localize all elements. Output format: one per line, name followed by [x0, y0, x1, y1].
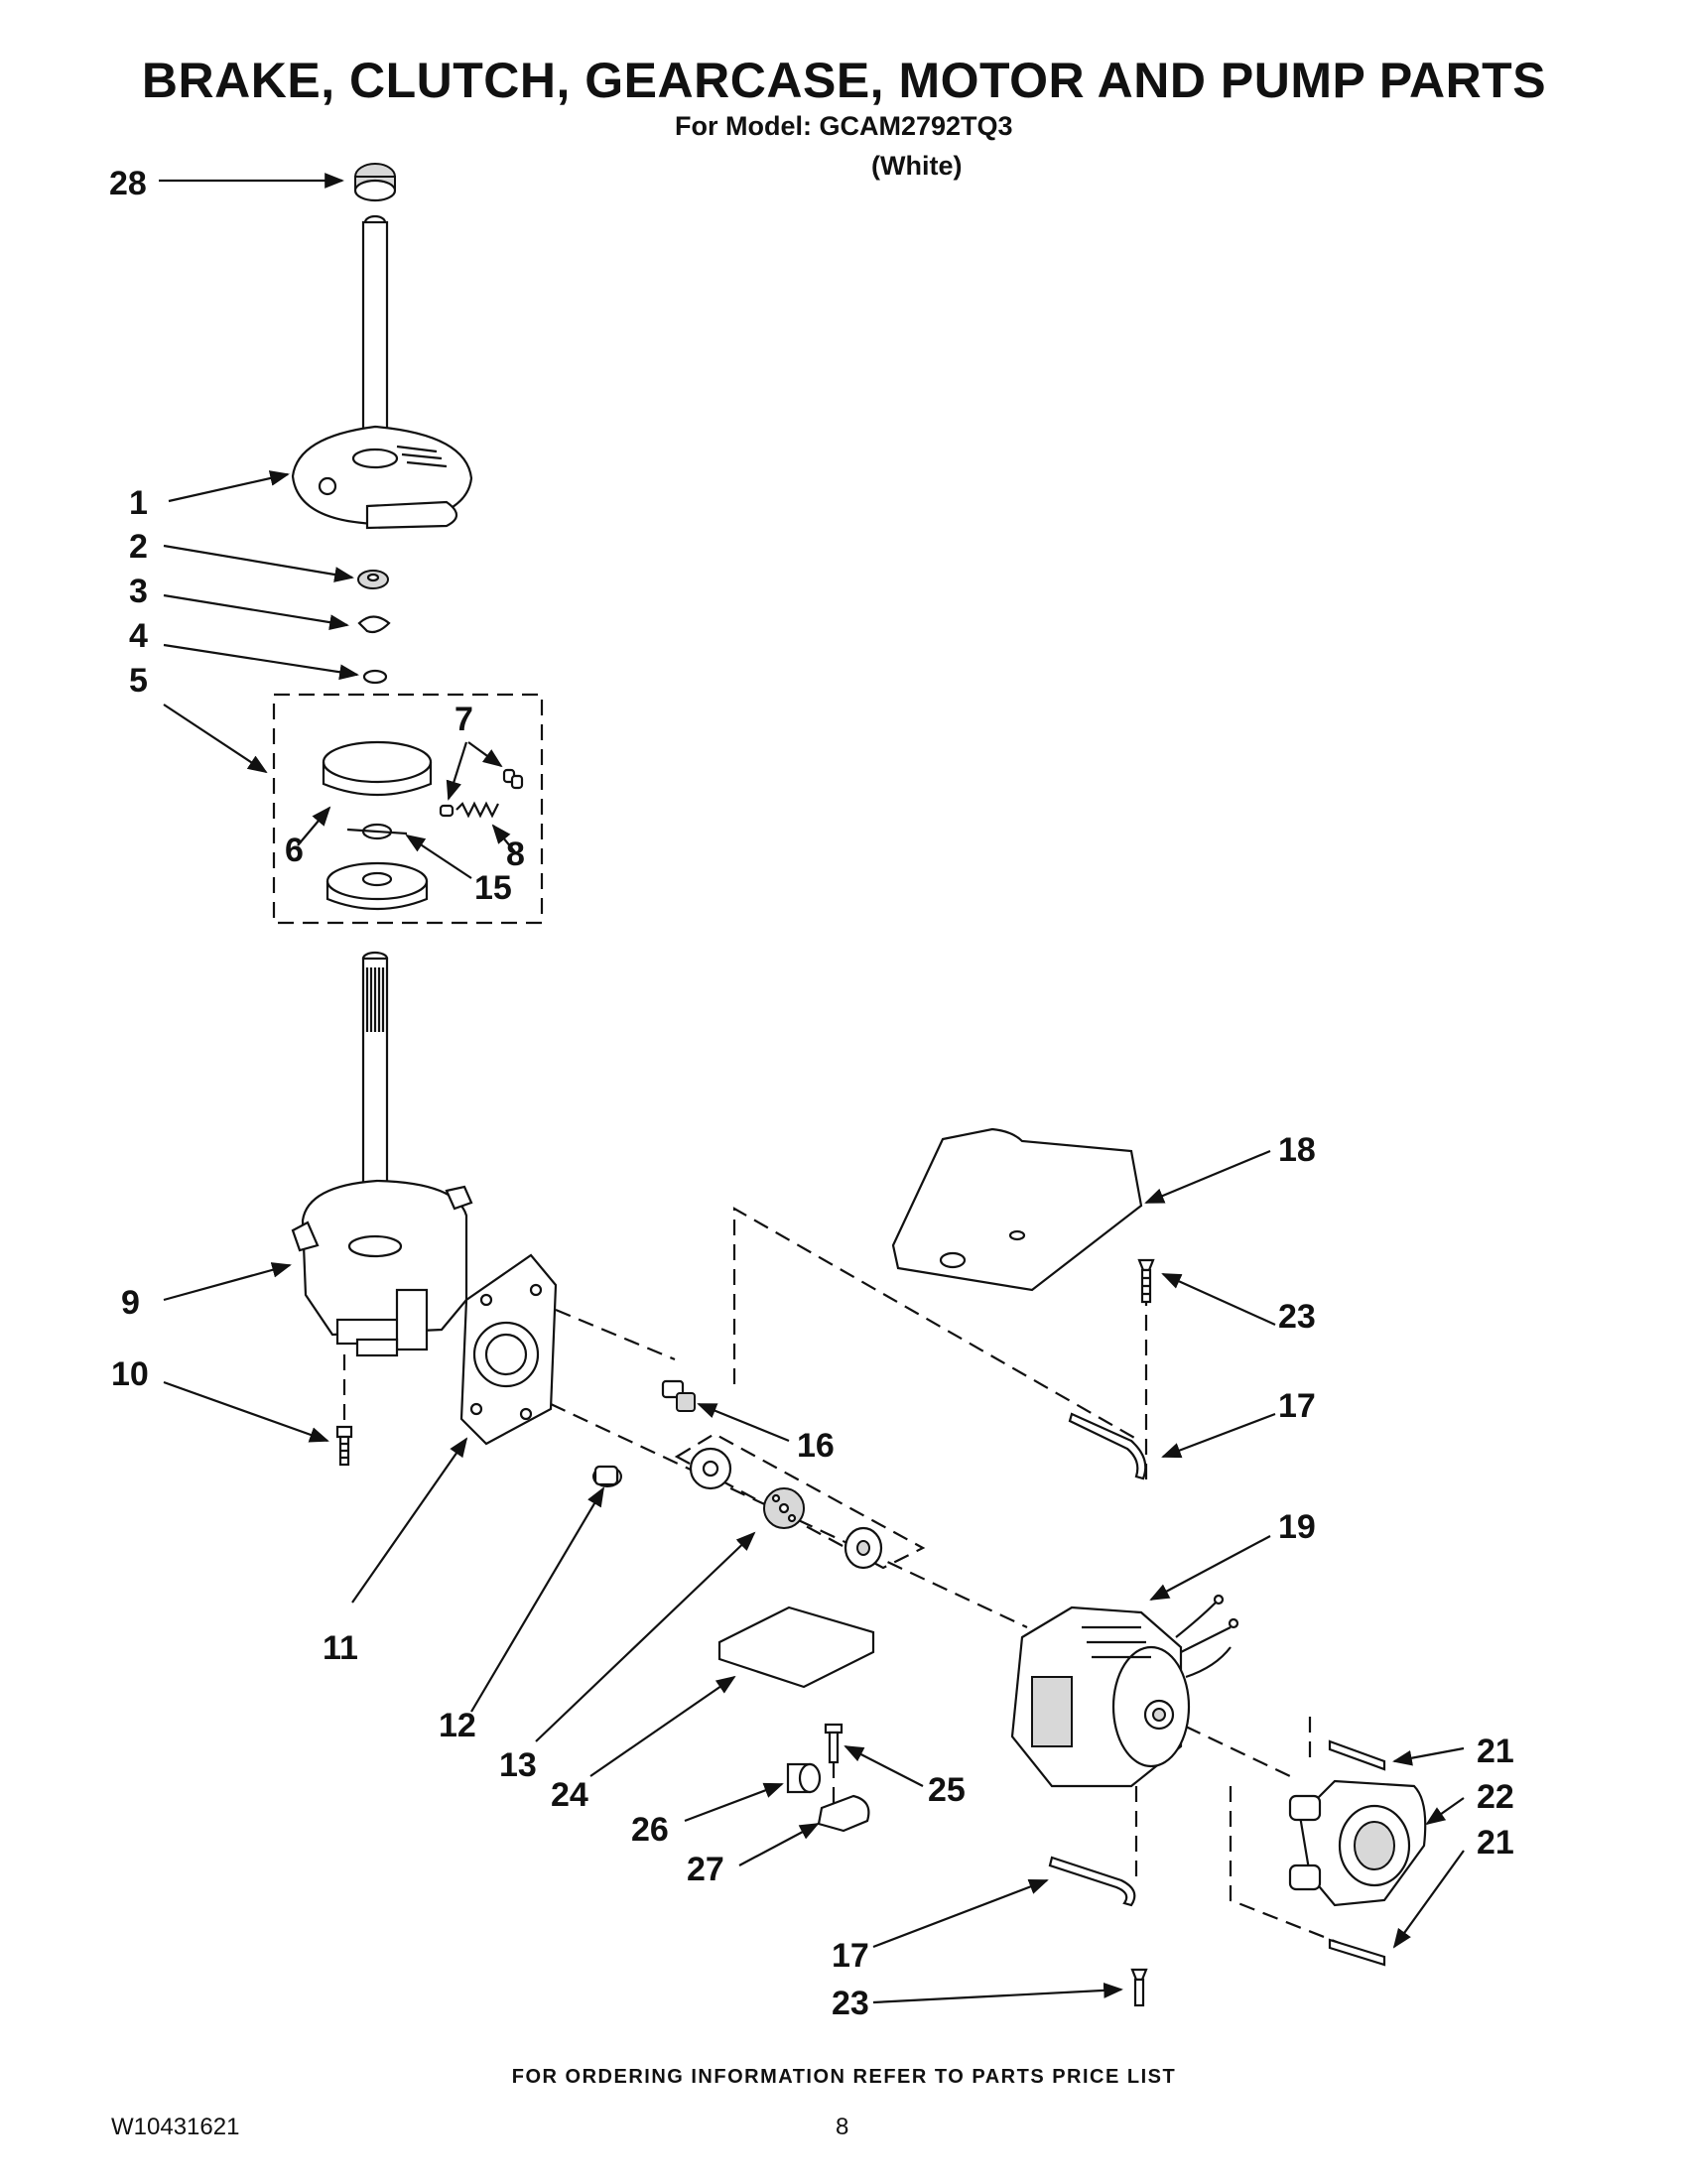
- part-27-drawing: [817, 1794, 870, 1833]
- part-23a-drawing: [1137, 1258, 1155, 1304]
- page-title: BRAKE, CLUTCH, GEARCASE, MOTOR AND PUMP …: [141, 53, 1547, 108]
- part-5-box: [272, 693, 544, 925]
- part-5-drawing: [322, 740, 433, 911]
- part-17b-drawing: [1048, 1856, 1136, 1907]
- callout-21-bottom: 21: [1477, 1824, 1514, 1862]
- part-upper-shaft-drawing: [361, 214, 389, 458]
- callout-13: 13: [499, 1746, 537, 1784]
- document-number: W10431621: [111, 2114, 240, 2140]
- ordering-note: FOR ORDERING INFORMATION REFER TO PARTS …: [511, 2066, 1177, 2088]
- part-9-drawing: [291, 1179, 473, 1357]
- callout-28: 28: [109, 165, 147, 202]
- guide-line-16-17: [732, 1207, 1137, 1440]
- callout-6: 6: [285, 832, 304, 869]
- guide-line-motor-22: [1185, 1717, 1312, 1777]
- callout-22: 22: [1477, 1778, 1514, 1816]
- callout-5: 5: [129, 662, 148, 700]
- part-22-drawing: [1288, 1779, 1427, 1907]
- callout-21-top: 21: [1477, 1733, 1514, 1770]
- page-number: 8: [836, 2114, 849, 2140]
- callout-23-bottom: 23: [832, 1985, 869, 2022]
- callout-7: 7: [454, 701, 473, 738]
- part-19-drawing: [1010, 1594, 1239, 1788]
- callout-15: 15: [474, 869, 512, 907]
- part-28-drawing: [353, 163, 397, 202]
- callout-8: 8: [506, 835, 525, 873]
- part-25-drawing: [824, 1723, 844, 1764]
- part-1-drawing: [291, 425, 473, 530]
- part-21b-drawing: [1328, 1938, 1386, 1967]
- callout-26: 26: [631, 1811, 669, 1849]
- callout-23-top: 23: [1278, 1298, 1316, 1336]
- part-23b-drawing: [1130, 1968, 1148, 2007]
- callout-1: 1: [129, 484, 148, 522]
- model-line: For Model: GCAM2792TQ3: [675, 111, 1013, 141]
- part-10-drawing: [335, 1425, 353, 1467]
- callout-19: 19: [1278, 1508, 1316, 1546]
- callout-12: 12: [439, 1707, 476, 1744]
- callout-17-bottom: 17: [832, 1937, 869, 1975]
- part-3-drawing: [357, 615, 391, 634]
- part-16-drawing: [661, 1379, 696, 1412]
- part-13-drawing: [689, 1447, 883, 1570]
- callout-25: 25: [928, 1771, 966, 1809]
- part-4-drawing: [362, 669, 388, 685]
- callout-11: 11: [323, 1629, 358, 1667]
- part-pump-box: [674, 1432, 926, 1570]
- part-24-drawing: [717, 1606, 875, 1689]
- part-21a-drawing: [1328, 1739, 1386, 1771]
- leader-lines: [159, 173, 1465, 2004]
- part-17a-drawing: [1068, 1412, 1147, 1480]
- callout-3: 3: [129, 573, 148, 610]
- guide-line-16: [555, 1308, 676, 1361]
- part-2-drawing: [357, 570, 389, 589]
- callout-24: 24: [551, 1776, 588, 1814]
- callout-27: 27: [687, 1851, 724, 1888]
- part-18-drawing: [891, 1127, 1143, 1292]
- callout-2: 2: [129, 528, 148, 566]
- callout-18: 18: [1278, 1131, 1316, 1169]
- part-7-8-drawing: [439, 768, 524, 819]
- part-11-drawing: [459, 1253, 558, 1446]
- part-12-drawing: [592, 1465, 622, 1487]
- guide-line-22-21: [1229, 1786, 1370, 1957]
- callout-10: 10: [111, 1355, 149, 1393]
- color-line: (White): [871, 151, 963, 181]
- callout-9: 9: [121, 1284, 140, 1322]
- part-26-drawing: [786, 1762, 822, 1794]
- callout-17-top: 17: [1278, 1387, 1316, 1425]
- callout-16: 16: [797, 1427, 835, 1465]
- callout-4: 4: [129, 617, 148, 655]
